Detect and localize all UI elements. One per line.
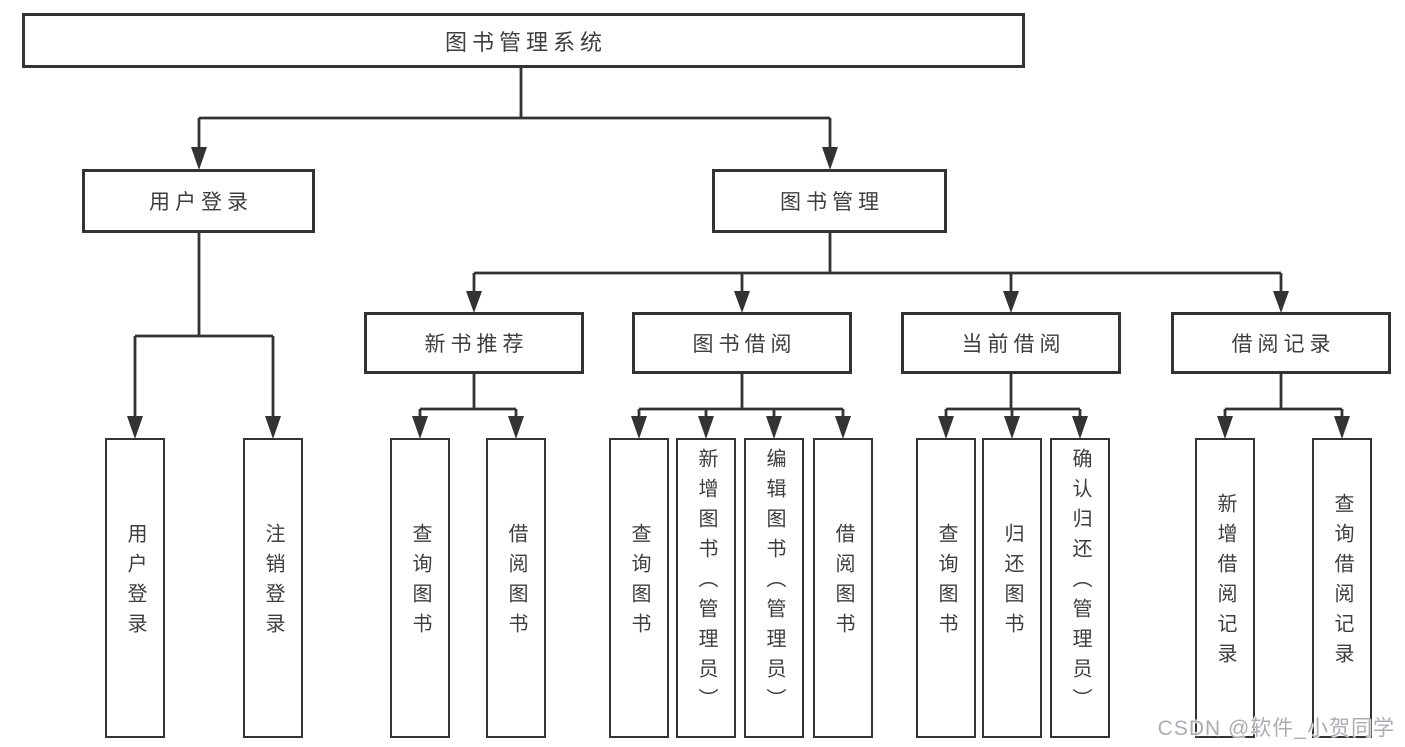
- leaf-borrow-edit-books-admin-label: 编辑图书（管理员）: [763, 448, 785, 718]
- node-book-management-branch: 图书管理: [712, 169, 947, 233]
- leaf-user-login-label: 用户登录: [124, 523, 146, 643]
- leaf-current-query-books: 查询图书: [916, 438, 976, 738]
- leaf-current-return-books-label: 归还图书: [1001, 523, 1023, 643]
- csdn-watermark: CSDN @软件_小贺同学: [1157, 717, 1395, 740]
- node-borrowing-records: 借阅记录: [1171, 312, 1391, 374]
- leaf-borrow-borrow-books: 借阅图书: [813, 438, 873, 738]
- leaf-newrec-borrow-books-label: 借阅图书: [505, 523, 527, 643]
- node-borrowing-records-label: 借阅记录: [1231, 333, 1336, 356]
- leaf-logout-label: 注销登录: [262, 523, 284, 643]
- leaf-borrow-add-books-admin: 新增图书（管理员）: [676, 438, 736, 738]
- leaf-user-login: 用户登录: [105, 438, 165, 738]
- leaf-records-add-record-label: 新增借阅记录: [1214, 493, 1236, 673]
- leaf-current-confirm-return-admin-label: 确认归还（管理员）: [1069, 448, 1091, 718]
- leaf-borrow-query-books-label: 查询图书: [628, 523, 650, 643]
- node-user-login-branch: 用户登录: [82, 169, 315, 233]
- node-user-login-branch-label: 用户登录: [149, 191, 253, 214]
- node-book-management-branch-label: 图书管理: [780, 191, 884, 214]
- leaf-current-return-books: 归还图书: [982, 438, 1042, 738]
- leaf-borrow-edit-books-admin: 编辑图书（管理员）: [744, 438, 804, 738]
- node-root-system: 图书管理系统: [22, 13, 1025, 68]
- leaf-borrow-query-books: 查询图书: [609, 438, 669, 738]
- leaf-newrec-query-books: 查询图书: [390, 438, 450, 738]
- leaf-newrec-query-books-label: 查询图书: [409, 523, 431, 643]
- leaf-records-query-record-label: 查询借阅记录: [1331, 493, 1353, 673]
- node-root-label: 图书管理系统: [444, 29, 607, 55]
- node-new-book-recommendation-label: 新书推荐: [424, 333, 529, 356]
- leaf-records-query-record: 查询借阅记录: [1312, 438, 1372, 738]
- leaf-borrow-borrow-books-label: 借阅图书: [832, 523, 854, 643]
- node-book-borrowing-label: 图书借阅: [692, 333, 797, 356]
- node-new-book-recommendation: 新书推荐: [364, 312, 584, 374]
- leaf-current-confirm-return-admin: 确认归还（管理员）: [1050, 438, 1110, 738]
- leaf-borrow-add-books-admin-label: 新增图书（管理员）: [695, 448, 717, 718]
- node-book-borrowing: 图书借阅: [632, 312, 852, 374]
- node-current-borrowing: 当前借阅: [901, 312, 1121, 374]
- leaf-newrec-borrow-books: 借阅图书: [486, 438, 546, 738]
- leaf-current-query-books-label: 查询图书: [935, 523, 957, 643]
- node-current-borrowing-label: 当前借阅: [961, 333, 1066, 356]
- arrowheads: [127, 147, 1350, 439]
- leaf-logout: 注销登录: [243, 438, 303, 738]
- leaf-records-add-record: 新增借阅记录: [1195, 438, 1255, 738]
